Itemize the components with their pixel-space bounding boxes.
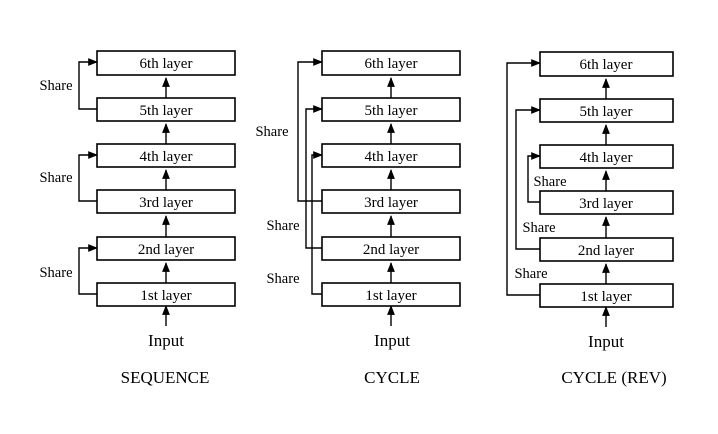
input-label: Input — [374, 331, 410, 350]
layer-label: 6th layer — [140, 56, 193, 72]
layer-box-3: 3rd layer — [539, 190, 674, 215]
layer-label: 3rd layer — [579, 196, 633, 212]
layer-box-5: 5th layer — [96, 97, 236, 122]
layer-box-2: 2nd layer — [96, 236, 236, 261]
share-label: Share — [255, 124, 288, 140]
caption-cycle: CYCLE — [364, 368, 420, 387]
share-connector — [506, 59, 541, 296]
layer-box-2: 2nd layer — [539, 237, 674, 262]
layer-label: 6th layer — [580, 57, 633, 73]
share-connector — [297, 58, 323, 202]
share-label: Share — [514, 266, 547, 282]
diagram-cycle-rev: Input Share Share Share 6th layer 5th la… — [506, 51, 674, 387]
share-label: Share — [522, 220, 555, 236]
layer-box-6: 6th layer — [321, 50, 461, 76]
layer-label: 4th layer — [580, 150, 633, 166]
share-label: Share — [266, 218, 299, 234]
share-connector — [311, 151, 323, 295]
share-connector — [78, 151, 98, 202]
share-label: Share — [39, 78, 72, 94]
diagram-cycle: Input Share Share Share 6th layer 5th la… — [255, 50, 461, 387]
layer-box-4: 4th layer — [321, 143, 461, 168]
share-connector — [527, 152, 541, 203]
layer-box-1: 1st layer — [96, 282, 236, 307]
share-connector — [515, 106, 541, 250]
layer-box-6: 6th layer — [539, 51, 674, 77]
layer-label: 5th layer — [140, 103, 193, 119]
layer-label: 4th layer — [365, 149, 418, 165]
layer-label: 1st layer — [140, 288, 191, 304]
layer-label: 1st layer — [580, 289, 631, 305]
caption-cycle-rev: CYCLE (REV) — [561, 368, 666, 387]
share-label: Share — [266, 271, 299, 287]
layer-box-2: 2nd layer — [321, 236, 461, 261]
layer-box-1: 1st layer — [321, 282, 461, 307]
share-label: Share — [533, 174, 566, 190]
layer-label: 6th layer — [365, 56, 418, 72]
layer-label: 5th layer — [580, 104, 633, 120]
layer-box-1: 1st layer — [539, 283, 674, 308]
layer-box-4: 4th layer — [539, 144, 674, 169]
input-label: Input — [588, 332, 624, 351]
layer-box-6: 6th layer — [96, 50, 236, 76]
share-connector — [78, 244, 98, 295]
share-connector — [305, 105, 323, 249]
layer-label: 3rd layer — [139, 195, 193, 211]
caption-sequence: SEQUENCE — [121, 368, 210, 387]
layer-label: 2nd layer — [578, 243, 634, 259]
layer-label: 2nd layer — [363, 242, 419, 258]
layer-box-4: 4th layer — [96, 143, 236, 168]
layer-box-3: 3rd layer — [96, 189, 236, 214]
layer-label: 3rd layer — [364, 195, 418, 211]
layer-box-5: 5th layer — [321, 97, 461, 122]
layer-box-3: 3rd layer — [321, 189, 461, 214]
share-connector — [78, 58, 98, 110]
layer-label: 4th layer — [140, 149, 193, 165]
share-label: Share — [39, 170, 72, 186]
layer-label: 5th layer — [365, 103, 418, 119]
diagram-sequence: Input Share Share Share 6th layer 5th la… — [39, 50, 236, 387]
input-label: Input — [148, 331, 184, 350]
share-label: Share — [39, 265, 72, 281]
layer-label: 1st layer — [365, 288, 416, 304]
layer-box-5: 5th layer — [539, 98, 674, 123]
layer-label: 2nd layer — [138, 242, 194, 258]
